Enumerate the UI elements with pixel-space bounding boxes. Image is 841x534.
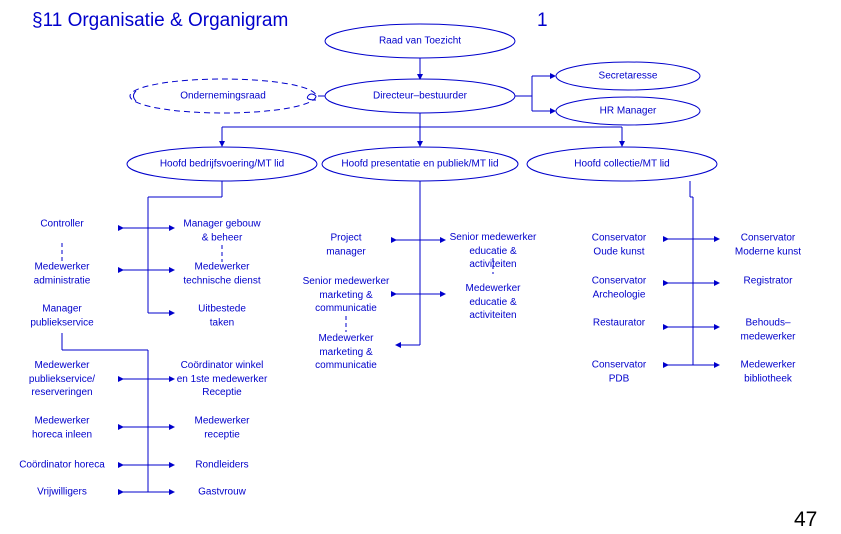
medewerker-technische-dienst: Medewerker technische dienst bbox=[183, 261, 261, 287]
secretaresse: Secretaresse bbox=[598, 70, 658, 82]
medewerker-bibliotheek: Medewerker bibliotheek bbox=[740, 359, 796, 385]
oval-hr bbox=[555, 96, 701, 126]
project-manager: Project manager bbox=[326, 232, 366, 258]
oval-secretaresse bbox=[555, 61, 701, 91]
ondernemingsraad: Ondernemingsraad bbox=[180, 90, 266, 102]
medewerker-marketing: Medewerker marketing & communicatie bbox=[315, 332, 377, 371]
senior-medewerker-marketing: Senior medewerker marketing & communicat… bbox=[302, 275, 390, 314]
controller: Controller bbox=[40, 218, 84, 230]
oval-head-collectie bbox=[526, 146, 718, 182]
coordinator-winkel: Coördinator winkel en 1ste medewerker Re… bbox=[176, 359, 268, 398]
raad-van-toezicht: Raad van Toezicht bbox=[378, 35, 462, 47]
manager-publiekservice: Manager publiekservice bbox=[30, 303, 94, 329]
behoudsmedewerker: Behouds– medewerker bbox=[740, 317, 796, 343]
head-bedrijfsvoering: Hoofd bedrijfsvoering/MT lid bbox=[159, 158, 285, 170]
slide-number: 1 bbox=[537, 10, 548, 31]
head-collectie: Hoofd collectie/MT lid bbox=[574, 158, 670, 170]
uitbestede-taken: Uitbestede taken bbox=[198, 303, 246, 329]
vrijwilligers: Vrijwilligers bbox=[37, 486, 87, 498]
medewerker-administratie: Medewerker administratie bbox=[33, 261, 91, 287]
medewerker-horeca: Medewerker horeca inleen bbox=[31, 415, 93, 441]
conservator-oude-kunst: Conservator Oude kunst bbox=[591, 232, 647, 258]
gastvrouw: Gastvrouw bbox=[198, 486, 246, 498]
page-number: 47 bbox=[794, 508, 818, 531]
registrator: Registrator bbox=[743, 275, 793, 287]
slide-title: §11 Organisatie & Organigram bbox=[32, 10, 289, 31]
restaurator: Restaurator bbox=[592, 317, 646, 329]
head-presentatie: Hoofd presentatie en publiek/MT lid bbox=[341, 158, 499, 170]
directeur-bestuurder: Directeur–bestuurder bbox=[373, 90, 467, 102]
medewerker-educatie: Medewerker educatie & activiteiten bbox=[465, 282, 521, 321]
conservator-pdb: Conservator PDB bbox=[591, 359, 647, 385]
senior-medewerker-educatie: Senior medewerker educatie & activiteite… bbox=[449, 231, 537, 270]
medewerker-publieksservice: Medewerker publiekservice/ reserveringen bbox=[28, 359, 96, 398]
conservator-moderne-kunst: Conservator Moderne kunst bbox=[734, 232, 802, 258]
rondleiders: Rondleiders bbox=[195, 459, 249, 471]
medewerker-receptie: Medewerker receptie bbox=[194, 415, 250, 441]
hr-manager: HR Manager bbox=[599, 105, 657, 117]
coordinator-horeca: Coördinator horeca bbox=[19, 459, 105, 471]
manager-gebouw: Manager gebouw & beheer bbox=[183, 218, 261, 244]
conservator-archeologie: Conservator Archeologie bbox=[591, 275, 647, 301]
